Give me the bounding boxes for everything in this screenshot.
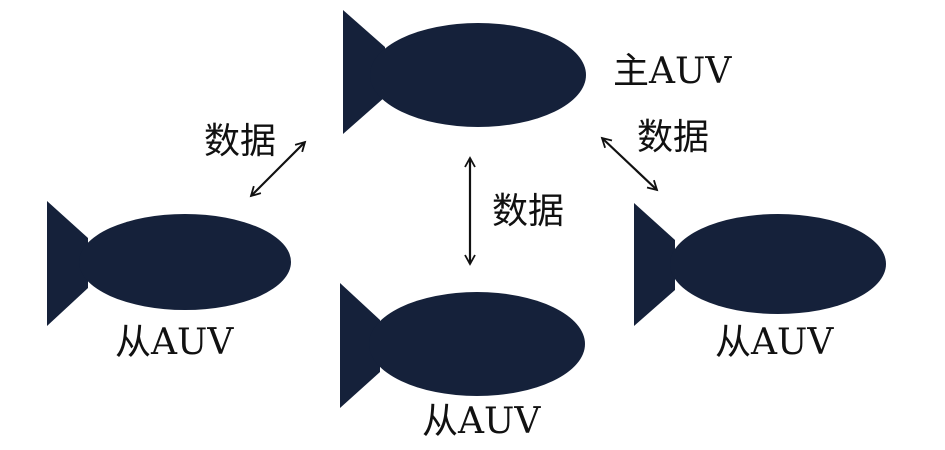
master-auv-label: 主AUV — [613, 51, 732, 92]
slave-auv-left-icon — [47, 201, 291, 326]
data-link-right-arrow-icon — [600, 136, 659, 192]
slave-auv-bottom-label: 从AUV — [422, 401, 541, 442]
data-link-right-label: 数据 — [637, 117, 710, 158]
slave-auv-right-icon — [634, 203, 886, 326]
slave-auv-bottom-icon — [340, 283, 585, 408]
data-link-center-label: 数据 — [492, 191, 565, 232]
data-link-left-arrow-icon — [249, 140, 307, 198]
slave-auv-left-label: 从AUV — [115, 322, 234, 363]
data-link-left-label: 数据 — [204, 121, 277, 162]
master-auv-icon — [343, 10, 586, 134]
slave-auv-right-label: 从AUV — [715, 322, 834, 363]
